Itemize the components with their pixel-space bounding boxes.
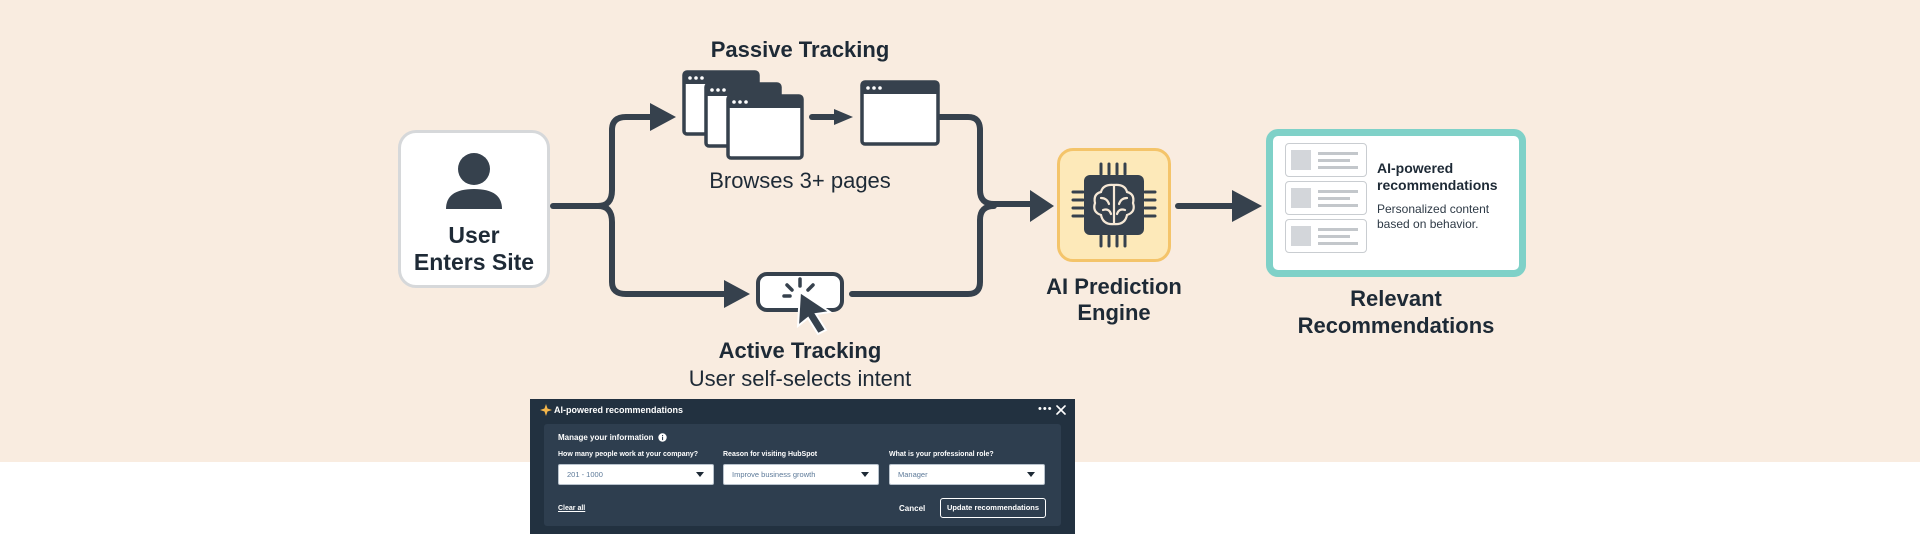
cursor-click-icon: [756, 272, 844, 336]
clear-all-link[interactable]: Clear all: [558, 505, 586, 512]
company-size-select[interactable]: 201 - 1000: [558, 464, 714, 485]
visit-reason-select[interactable]: Improve business growth: [723, 464, 879, 485]
ai-engine-node: [1057, 148, 1171, 262]
ai-engine-label-line2: Engine: [1077, 300, 1151, 325]
connector-passive-engine: [937, 114, 1033, 207]
company-size-label: How many people work at your company?: [558, 451, 699, 458]
recommendations-label-line2: Recommendations: [1297, 313, 1495, 338]
user-node-label-line1: User: [448, 222, 500, 248]
rec-item: [1285, 143, 1367, 177]
arrowhead-active: [724, 280, 750, 308]
professional-role-label: What is your professional role?: [889, 451, 994, 458]
dialog-title: AI-powered recommendations: [554, 405, 684, 415]
arrowhead-passive: [650, 103, 676, 131]
more-options-icon[interactable]: •••: [1038, 403, 1053, 415]
connector-to-passive: [595, 114, 659, 209]
rec-item: [1285, 219, 1367, 253]
user-icon: [446, 153, 502, 209]
professional-role-value: Manager: [898, 470, 928, 479]
browser-window-icon: [860, 80, 940, 146]
sparkle-icon: [540, 404, 552, 416]
ai-engine-label-line1: AI Prediction: [1046, 274, 1182, 299]
connector-active-engine: [849, 203, 997, 297]
dialog-header: AI-powered recommendations •••: [530, 399, 1075, 421]
arrowhead-engine: [1030, 190, 1054, 222]
active-tracking-title: Active Tracking: [718, 338, 882, 363]
update-recommendations-button[interactable]: Update recommendations: [940, 498, 1046, 518]
rec-card-text-line2: based on behavior.: [1377, 217, 1479, 231]
user-node-label-line2: Enters Site: [413, 249, 535, 275]
cancel-button[interactable]: Cancel: [899, 504, 926, 513]
chevron-down-icon: [1027, 472, 1035, 477]
passive-tracking-title: Passive Tracking: [710, 37, 890, 62]
section-title: Manage your information: [558, 433, 654, 442]
active-tracking-caption: User self-selects intent: [688, 366, 912, 391]
user-node: [398, 130, 550, 288]
recommendations-card: AI-powered recommendations Personalized …: [1266, 129, 1526, 277]
connector-to-active: [595, 203, 731, 297]
close-icon[interactable]: [1056, 405, 1066, 415]
diagram-background: [0, 0, 1920, 462]
company-size-value: 201 - 1000: [567, 470, 603, 479]
rec-item: [1285, 181, 1367, 215]
visit-reason-value: Improve business growth: [732, 470, 816, 479]
rec-card-title-line1: AI-powered: [1377, 160, 1454, 176]
dialog-body: Manage your information How many people …: [544, 424, 1061, 526]
info-icon[interactable]: [658, 433, 667, 442]
chevron-down-icon: [696, 472, 704, 477]
professional-role-select[interactable]: Manager: [889, 464, 1045, 485]
visit-reason-label: Reason for visiting HubSpot: [723, 451, 818, 458]
recommendations-label-line1: Relevant: [1350, 286, 1442, 311]
passive-tracking-caption: Browses 3+ pages: [709, 168, 891, 193]
arrowhead-pages: [834, 109, 853, 125]
arrowhead-recs: [1232, 190, 1262, 222]
rec-card-title-line2: recommendations: [1377, 177, 1498, 193]
rec-card-text-line1: Personalized content: [1377, 202, 1490, 216]
brain-chip-icon: [1071, 162, 1157, 248]
chevron-down-icon: [861, 472, 869, 477]
ai-recommendations-dialog: AI-powered recommendations ••• Manage yo…: [530, 399, 1075, 534]
